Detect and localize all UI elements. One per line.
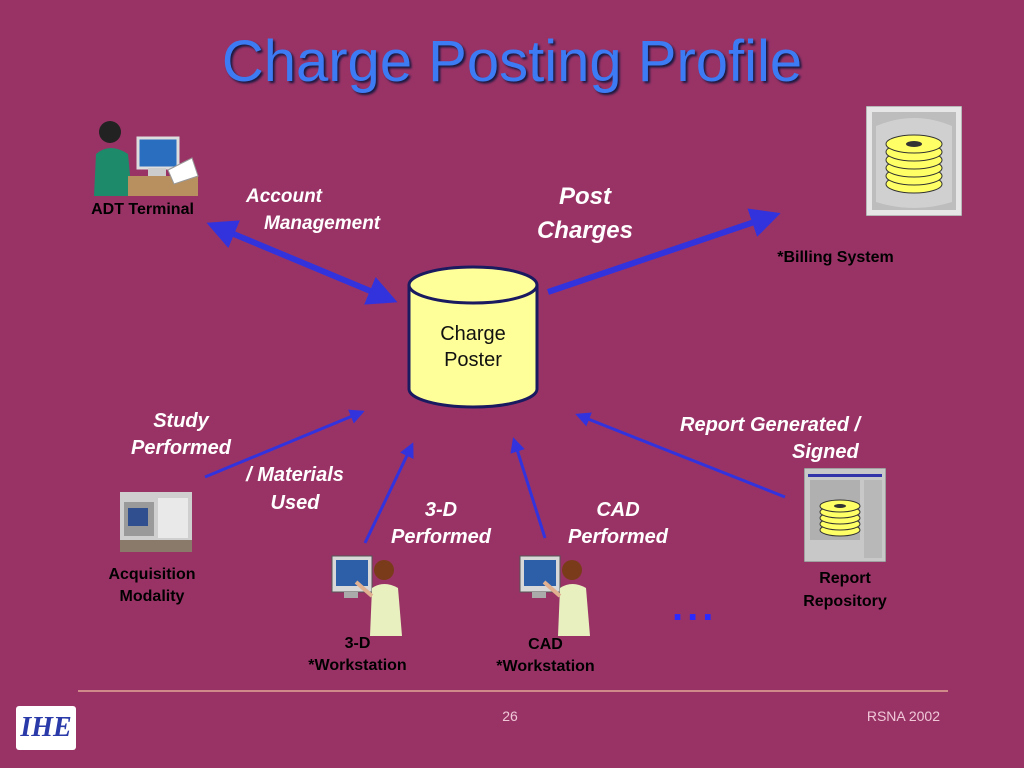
page-number: 26 [502, 708, 518, 724]
acquisition-modality-icon [120, 492, 192, 552]
adt-terminal-label: ADT Terminal [91, 201, 194, 218]
modality-line1: Acquisition [108, 566, 196, 583]
study-performed-arrow [204, 409, 365, 479]
workstation-3d-label: 3-D *Workstation [295, 633, 420, 677]
charge-poster-icon [407, 265, 539, 409]
charge-poster-line2: Poster [444, 349, 502, 371]
perf-3d-arrow [363, 442, 414, 544]
post-line1: Post [558, 183, 611, 210]
cad-line2: *Workstation [496, 658, 595, 675]
event-name: RSNA 2002 [866, 708, 940, 724]
ihe-logo-text: IHE [20, 712, 72, 743]
charge-poster-label: Charge Poster [406, 321, 540, 373]
cad-line1: CAD [528, 636, 563, 653]
more-actors-ellipsis: ... [672, 585, 718, 629]
report-repository-icon [804, 468, 886, 562]
cadperf-line1: CAD [596, 499, 640, 521]
perf3d-line2: Performed [390, 526, 492, 548]
perf-3d-label: 3-D Performed [380, 497, 502, 551]
workstation-cad-label: CAD *Workstation [483, 634, 608, 678]
report-generated-arrow [575, 412, 786, 499]
ws3d-line1: 3-D [344, 635, 371, 652]
report-gen-line2: Signed [792, 441, 859, 463]
materials-line2: Used [270, 492, 320, 514]
study-line2: Performed [130, 437, 232, 459]
adt-terminal-icon [94, 121, 199, 196]
materials-used-label: / Materials Used [232, 461, 358, 517]
account-management-label: Account Management [246, 183, 380, 237]
post-charges-label: Post Charges [520, 180, 650, 248]
report-gen-line1: Report Generated / [680, 414, 861, 436]
report-repo-line1: Report [819, 570, 871, 587]
workstation-cad-icon [519, 555, 590, 636]
post-line2: Charges [536, 217, 634, 244]
ihe-logo: IHE [16, 706, 76, 750]
modality-line2: Modality [119, 588, 185, 605]
page-title: Charge Posting Profile [221, 29, 803, 94]
materials-line1: / Materials [246, 464, 344, 486]
cad-performed-label: CAD Performed [556, 497, 680, 551]
workstation-3d-icon [331, 555, 402, 636]
study-performed-label: Study Performed [118, 408, 244, 462]
report-generated-label: Report Generated / Signed [680, 412, 900, 466]
charge-poster-line1: Charge [440, 323, 506, 345]
account-line1: Account [246, 186, 322, 207]
study-line1: Study [153, 410, 209, 432]
billing-system-icon [866, 106, 962, 216]
footer-divider [78, 690, 948, 692]
cadperf-line2: Performed [567, 526, 669, 548]
report-repository-label: Report Repository [780, 567, 910, 613]
account-management-arrow [206, 220, 398, 305]
acquisition-modality-label: Acquisition Modality [88, 564, 216, 608]
billing-system-label: *Billing System [777, 249, 894, 266]
post-charges-arrow [547, 208, 781, 295]
perf3d-line1: 3-D [424, 499, 458, 521]
cad-performed-arrow [510, 437, 547, 539]
report-repo-line2: Repository [803, 593, 887, 610]
ws3d-line2: *Workstation [308, 657, 407, 674]
account-line2: Management [264, 213, 381, 234]
